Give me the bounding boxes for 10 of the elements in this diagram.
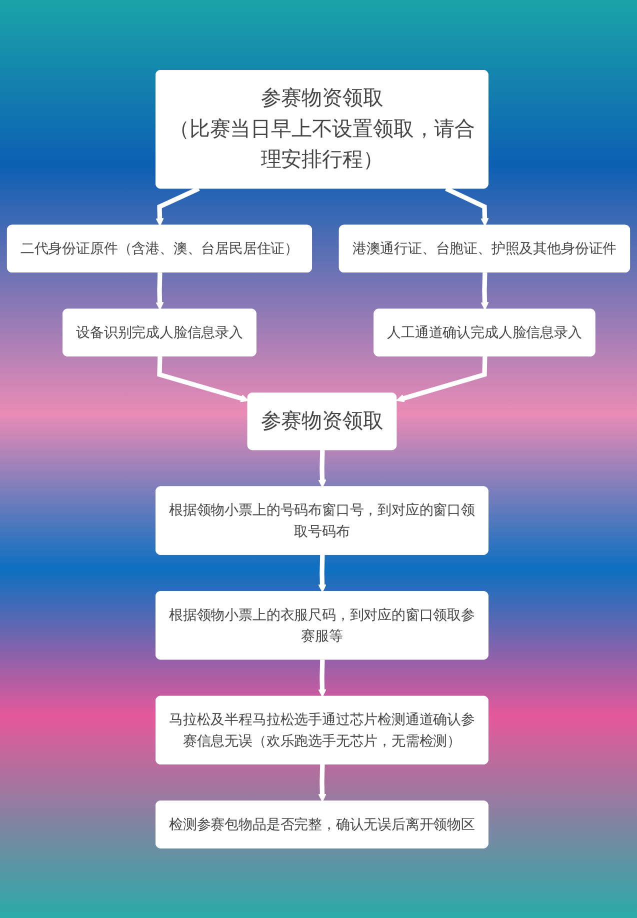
arrow [445, 186, 489, 226]
arrow [156, 186, 200, 226]
arrow [318, 659, 326, 697]
arrow [480, 272, 489, 310]
arrow [157, 356, 249, 402]
arrow [318, 764, 326, 802]
arrow [318, 450, 326, 488]
arrow [318, 554, 326, 592]
arrow [396, 356, 488, 402]
arrow [156, 272, 164, 310]
